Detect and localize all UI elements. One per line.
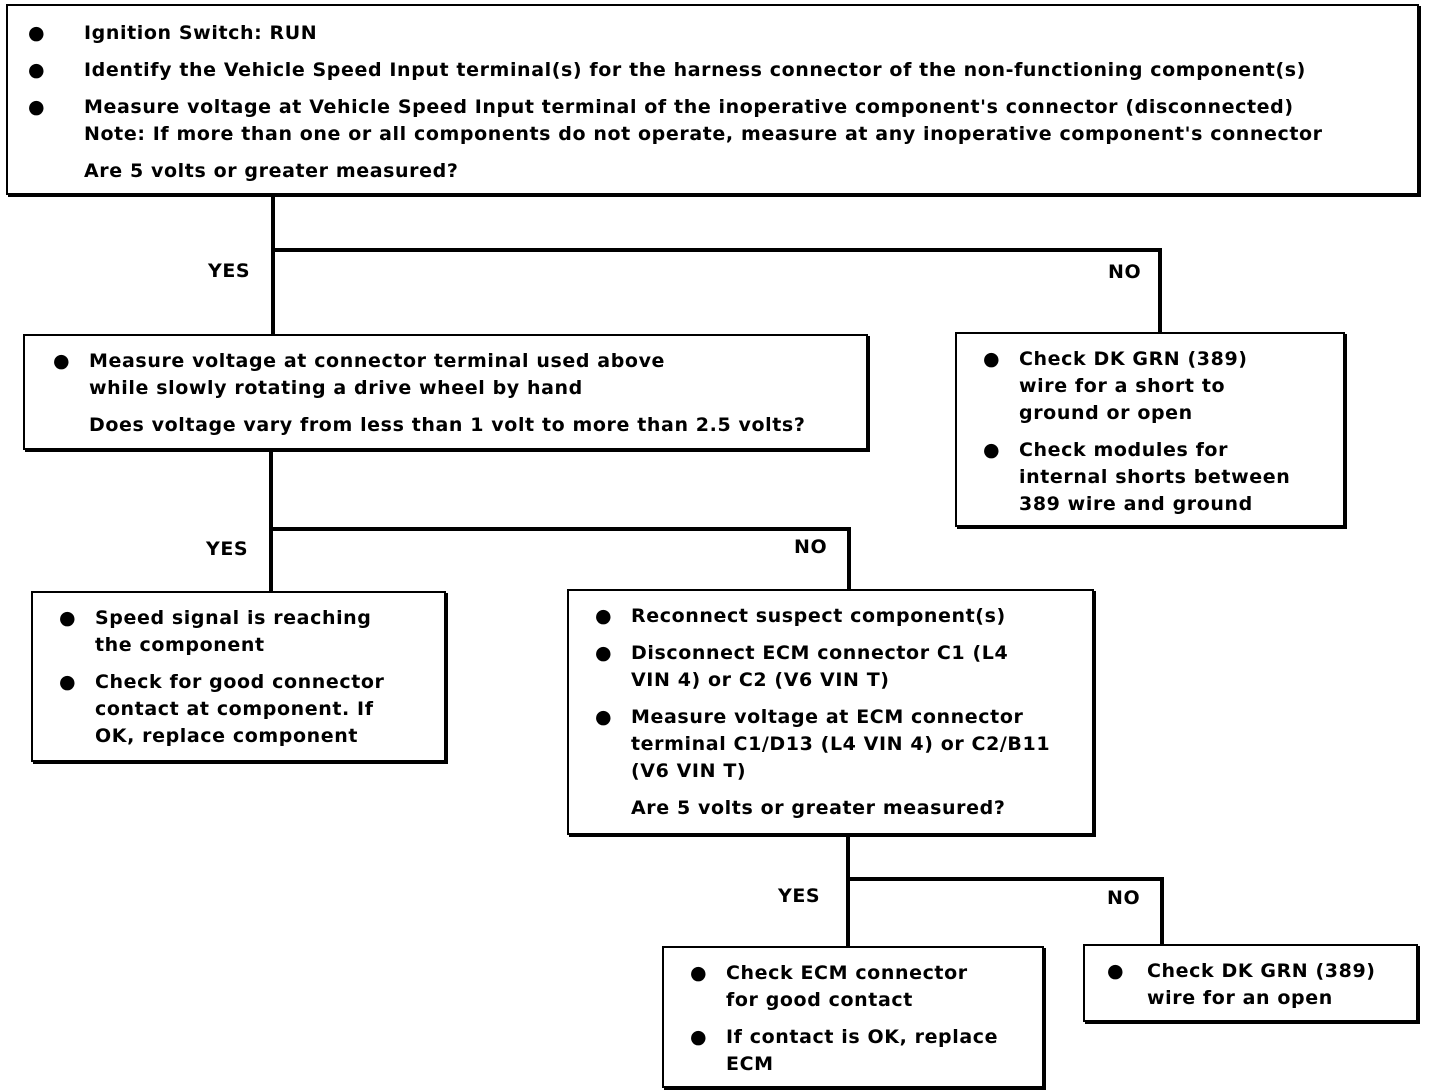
item-text: while slowly rotating a drive wheel by h… bbox=[89, 377, 583, 399]
item-text: Check for good connector bbox=[95, 671, 385, 693]
bullet-icon: ● bbox=[690, 1026, 708, 1048]
item-text: Measure voltage at connector terminal us… bbox=[89, 350, 666, 372]
item-text: Identify the Vehicle Speed Input termina… bbox=[84, 59, 1306, 81]
item-text: Measure voltage at ECM connector bbox=[631, 706, 1024, 728]
list-item: ● Measure voltage at Vehicle Speed Input… bbox=[28, 94, 1417, 148]
step-list: ● Ignition Switch: RUN ● Identify the Ve… bbox=[28, 20, 1417, 148]
bullet-icon: ● bbox=[28, 59, 46, 81]
item-text: wire for a short to bbox=[1019, 375, 1226, 397]
item-text: ground or open bbox=[1019, 402, 1193, 424]
question-text: Are 5 volts or greater measured? bbox=[631, 797, 1006, 819]
connector-line bbox=[269, 450, 273, 592]
step-box-wire-open: ● Check DK GRN (389) wire for an open bbox=[1083, 944, 1418, 1022]
bullet-icon: ● bbox=[59, 671, 77, 693]
bullet-icon: ● bbox=[595, 642, 613, 664]
item-text: (V6 VIN T) bbox=[631, 760, 747, 782]
step-box-ecm-contact: ● Check ECM connector for good contact ●… bbox=[662, 946, 1044, 1088]
item-text: OK, replace component bbox=[95, 725, 359, 747]
list-item: ● Check for good connector contact at co… bbox=[59, 669, 444, 750]
item-text: for good contact bbox=[726, 989, 913, 1011]
item-text: If contact is OK, replace bbox=[726, 1026, 999, 1048]
connector-line bbox=[1160, 877, 1164, 944]
list-item: ● Ignition Switch: RUN bbox=[28, 20, 1417, 47]
question-text: Does voltage vary from less than 1 volt … bbox=[89, 414, 806, 436]
list-item: ● Check ECM connector for good contact bbox=[690, 960, 1042, 1014]
list-item: ● Reconnect suspect component(s) bbox=[595, 603, 1092, 630]
list-item: ● Disconnect ECM connector C1 (L4 VIN 4)… bbox=[595, 640, 1092, 694]
item-text: Disconnect ECM connector C1 (L4 bbox=[631, 642, 1009, 664]
connector-line bbox=[847, 527, 851, 589]
list-item: ● Measure voltage at connector terminal … bbox=[53, 348, 866, 402]
bullet-icon: ● bbox=[28, 96, 46, 118]
bullet-icon: ● bbox=[595, 706, 613, 728]
item-text: contact at component. If bbox=[95, 698, 374, 720]
item-text: Check ECM connector bbox=[726, 962, 968, 984]
bullet-icon: ● bbox=[983, 439, 1001, 461]
no-label: NO bbox=[794, 536, 828, 558]
no-label: NO bbox=[1108, 261, 1142, 283]
connector-line bbox=[269, 527, 851, 531]
connector-line bbox=[1158, 248, 1162, 332]
yes-label: YES bbox=[206, 538, 249, 560]
connector-line bbox=[846, 877, 1164, 881]
list-item: ● Identify the Vehicle Speed Input termi… bbox=[28, 57, 1417, 84]
bullet-icon: ● bbox=[1107, 960, 1125, 982]
list-item: ● Measure voltage at ECM connector termi… bbox=[595, 704, 1092, 785]
item-text: Measure voltage at Vehicle Speed Input t… bbox=[84, 96, 1294, 118]
item-text: Note: If more than one or all components… bbox=[84, 123, 1323, 145]
list-item: ● Speed signal is reaching the component bbox=[59, 605, 444, 659]
bullet-icon: ● bbox=[983, 348, 1001, 370]
item-text: terminal C1/D13 (L4 VIN 4) or C2/B11 bbox=[631, 733, 1051, 755]
item-text: wire for an open bbox=[1147, 987, 1333, 1009]
item-text: ECM bbox=[726, 1053, 774, 1075]
step-box-rotate-wheel: ● Measure voltage at connector terminal … bbox=[23, 334, 868, 450]
connector-line bbox=[846, 834, 850, 946]
step-box-initial-check: ● Ignition Switch: RUN ● Identify the Ve… bbox=[6, 4, 1419, 195]
no-label: NO bbox=[1107, 887, 1141, 909]
step-box-ecm-check: ● Reconnect suspect component(s) ● Disco… bbox=[567, 589, 1094, 835]
list-item: ● If contact is OK, replace ECM bbox=[690, 1024, 1042, 1078]
bullet-icon: ● bbox=[690, 962, 708, 984]
question-text: Are 5 volts or greater measured? bbox=[84, 160, 459, 182]
item-text: the component bbox=[95, 634, 265, 656]
item-text: Reconnect suspect component(s) bbox=[631, 605, 1006, 627]
bullet-icon: ● bbox=[53, 350, 71, 372]
connector-line bbox=[271, 196, 275, 334]
item-text: Speed signal is reaching bbox=[95, 607, 372, 629]
bullet-icon: ● bbox=[595, 605, 613, 627]
item-text: VIN 4) or C2 (V6 VIN T) bbox=[631, 669, 890, 691]
yes-label: YES bbox=[778, 885, 821, 907]
list-item: ● Check DK GRN (389) wire for an open bbox=[1107, 958, 1416, 1012]
item-text: Check DK GRN (389) bbox=[1019, 348, 1248, 370]
bullet-icon: ● bbox=[59, 607, 77, 629]
list-item: ● Check modules for internal shorts betw… bbox=[983, 437, 1343, 518]
item-text: Ignition Switch: RUN bbox=[84, 22, 318, 44]
connector-line bbox=[271, 248, 1162, 252]
item-text: internal shorts between bbox=[1019, 466, 1291, 488]
step-box-short-check: ● Check DK GRN (389) wire for a short to… bbox=[955, 332, 1345, 527]
item-text: Check modules for bbox=[1019, 439, 1229, 461]
item-text: 389 wire and ground bbox=[1019, 493, 1253, 515]
item-text: Check DK GRN (389) bbox=[1147, 960, 1376, 982]
list-item: ● Check DK GRN (389) wire for a short to… bbox=[983, 346, 1343, 427]
step-box-signal-ok: ● Speed signal is reaching the component… bbox=[31, 591, 446, 762]
yes-label: YES bbox=[208, 260, 251, 282]
bullet-icon: ● bbox=[28, 22, 46, 44]
